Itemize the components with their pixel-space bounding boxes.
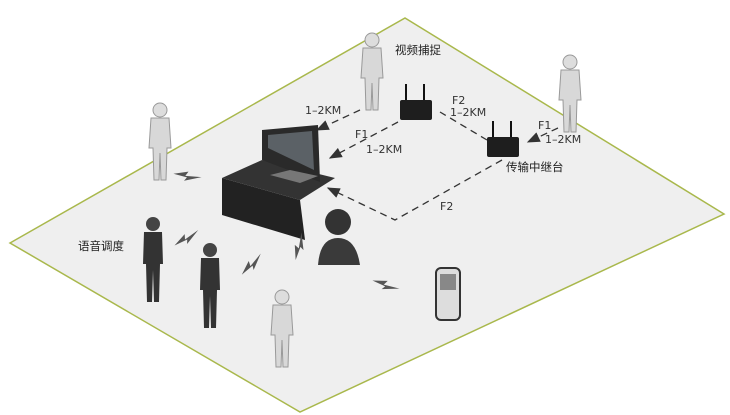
ground-plane [8, 17, 726, 413]
relay1-link-range: 1–2KM [366, 143, 403, 156]
mobile-phone [435, 267, 461, 321]
link-relay1-terminal [328, 121, 399, 159]
link-relay2-terminal [326, 159, 503, 221]
link-capture-terminal [315, 109, 361, 131]
capture2-link-range: 1–2KM [545, 133, 582, 146]
relay1-link-freq: F1 [355, 128, 369, 141]
capture-link-range: 1–2KM [305, 104, 342, 117]
relay2-link-freq: F2 [452, 94, 466, 107]
label-video-capture: 视频捕捉 [395, 43, 441, 57]
dispatcher-avatar [318, 209, 360, 265]
portable-command-terminal [222, 125, 335, 240]
label-voice-dispatch: 语音调度 [78, 239, 124, 253]
link-capture2-relay2 [526, 127, 559, 143]
capture2-link-freq: F1 [538, 119, 552, 132]
relay2-link-range: 1–2KM [450, 106, 487, 119]
link-relay2-relay1 [439, 111, 488, 141]
relay2-terminal-freq: F2 [440, 200, 454, 213]
label-relay-station: 传输中继台 [506, 160, 564, 174]
